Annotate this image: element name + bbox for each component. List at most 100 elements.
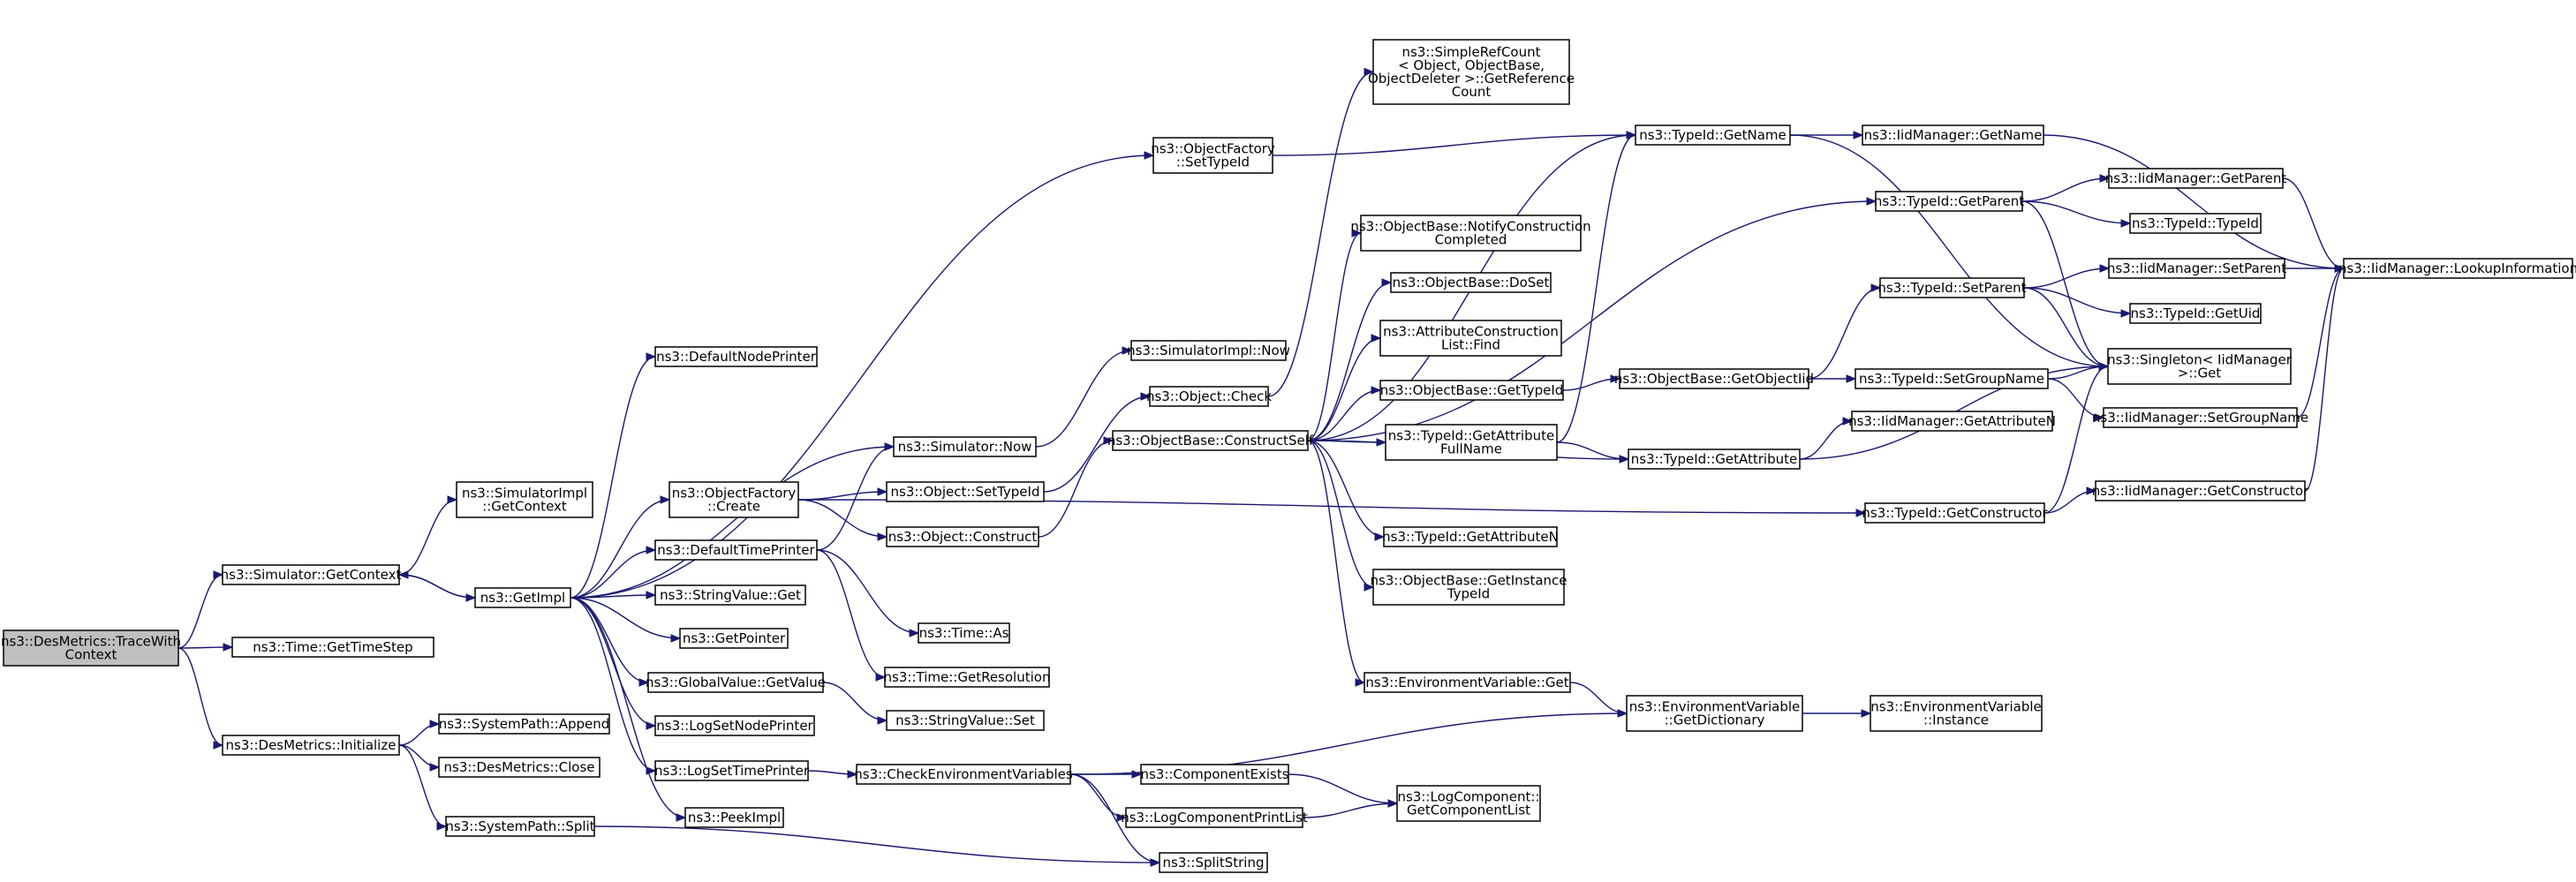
graph-node-n47[interactable]: ns3::TypeId::GetParent (1874, 191, 2024, 212)
graph-node-n28[interactable]: ns3::ObjectBase::ConstructSelf (1107, 430, 1314, 451)
edge-n47-n54 (2021, 200, 2131, 224)
graph-node-n11[interactable]: ns3::DefaultTimePrinter (654, 539, 818, 561)
graph-node-n29[interactable]: ns3::ComponentExists (1140, 764, 1289, 785)
graph-node-n36[interactable]: ns3::ObjectBase::GetTypeId (1379, 380, 1564, 401)
arrowhead (1364, 67, 1375, 77)
edge-n51-n57 (2043, 366, 2109, 514)
graph-node-n30[interactable]: ns3::LogComponentPrintList (1121, 807, 1308, 828)
graph-node-n3[interactable]: ns3::DesMetrics::Initialize (222, 735, 400, 756)
graph-node-n21[interactable]: ns3::Time::As (918, 622, 1010, 644)
graph-node-n12[interactable]: ns3::StringValue::Get (654, 584, 806, 606)
node-label: ns3::TypeId::GetAttribute (1388, 428, 1554, 444)
node-box (222, 564, 400, 585)
graph-node-n1[interactable]: ns3::Simulator::GetContext (221, 564, 402, 585)
graph-node-n6[interactable]: ns3::SystemPath::Append (438, 713, 610, 735)
node-label: Count (1452, 84, 1492, 100)
graph-node-n24[interactable]: ns3::CheckEnvironmentVariables (854, 764, 1073, 785)
edge-n5-n16 (570, 597, 656, 772)
graph-node-n19[interactable]: ns3::Object::SetTypeId (886, 481, 1045, 502)
graph-node-n16[interactable]: ns3::LogSetTimePrinter (654, 760, 810, 781)
graph-node-n13[interactable]: ns3::GetPointer (679, 628, 789, 649)
edge-n28-n38 (1307, 440, 1385, 538)
graph-node-n27[interactable]: ns3::ObjectFactory::SetTypeId (1151, 137, 1275, 174)
graph-node-n17[interactable]: ns3::PeekImpl (684, 807, 784, 828)
graph-node-n52[interactable]: ns3::EnvironmentVariable::Instance (1870, 695, 2043, 732)
graph-node-n20[interactable]: ns3::Object::Construct (886, 526, 1039, 547)
node-box (1149, 386, 1269, 407)
node-label: ns3::ComponentExists (1140, 766, 1288, 782)
node-label: ns3::Object::Construct (888, 529, 1038, 545)
graph-node-n50[interactable]: ns3::IidManager::GetAttributeN (1848, 411, 2056, 432)
graph-node-n49[interactable]: ns3::TypeId::SetGroupName (1855, 368, 2049, 389)
node-label: ns3::PeekImpl (688, 810, 781, 825)
node-label: ns3::GetImpl (480, 590, 565, 606)
graph-node-n45[interactable]: ns3::EnvironmentVariable::GetDictionary (1626, 695, 1803, 732)
graph-node-n8[interactable]: ns3::SystemPath::Split (445, 816, 595, 837)
edge-n3-n6 (398, 723, 440, 746)
graph-node-n7[interactable]: ns3::DesMetrics::Close (438, 757, 601, 778)
graph-node-n2[interactable]: ns3::Time::GetTimeStep (231, 637, 434, 658)
graph-node-n48[interactable]: ns3::TypeId::SetParent (1877, 277, 2027, 298)
graph-node-n10[interactable]: ns3::ObjectFactory::Create (669, 481, 799, 518)
graph-node-n33[interactable]: ns3::ObjectBase::NotifyConstructionCompl… (1350, 215, 1591, 252)
graph-node-n58[interactable]: ns3::IidManager::SetGroupName (2092, 407, 2308, 428)
graph-node-n55[interactable]: ns3::IidManager::SetParent (2107, 258, 2286, 279)
graph-node-n60[interactable]: ns3::IidManager::LookupInformation (2338, 258, 2576, 279)
graph-node-n59[interactable]: ns3::IidManager::GetConstructor (2092, 480, 2309, 501)
graph-node-n31[interactable]: ns3::SplitString (1159, 852, 1268, 873)
graph-node-n18[interactable]: ns3::Simulator::Now (893, 436, 1037, 457)
node-box (2129, 213, 2262, 234)
graph-node-n41[interactable]: ns3::LogComponent::GetComponentList (1396, 785, 1541, 822)
graph-node-n56[interactable]: ns3::TypeId::GetUid (2129, 303, 2262, 324)
arrowhead (2094, 413, 2105, 422)
node-box (2107, 348, 2292, 385)
graph-node-n14[interactable]: ns3::GlobalValue::GetValue (646, 672, 826, 693)
edge-n14-n23 (822, 682, 888, 721)
arrowhead (2099, 174, 2111, 183)
node-label: ns3::ObjectFactory (1151, 141, 1275, 157)
graph-node-n26[interactable]: ns3::Object::Check (1146, 386, 1272, 407)
graph-node-n5[interactable]: ns3::GetImpl (474, 587, 571, 608)
edge-n28-n34 (1307, 282, 1392, 441)
graph-node-n42[interactable]: ns3::TypeId::GetName (1635, 124, 1791, 146)
arrowhead (223, 643, 234, 652)
edge-n20-n28 (1038, 440, 1114, 538)
graph-node-n38[interactable]: ns3::TypeId::GetAttributeN (1382, 526, 1559, 547)
graph-node-n23[interactable]: ns3::StringValue::Set (886, 710, 1045, 731)
graph-node-n46[interactable]: ns3::IidManager::GetName (1862, 124, 2044, 146)
graph-node-n4[interactable]: ns3::SimulatorImpl::GetContext (456, 481, 593, 518)
graph-node-n44[interactable]: ns3::TypeId::GetAttribute (1628, 449, 1801, 470)
node-label: ns3::EnvironmentVariable (1870, 699, 2041, 715)
edge-n24-n30 (1069, 773, 1127, 818)
graph-node-n32[interactable]: ns3::SimpleRefCount< Object, ObjectBase,… (1368, 39, 1575, 105)
graph-node-n57[interactable]: ns3::Singleton< IidManager >::Get (2107, 348, 2293, 385)
arrowhead (1150, 858, 1161, 867)
node-label: ns3::TypeId::GetAttribute (1631, 451, 1797, 467)
node-label: ns3::TypeId::GetUid (2131, 305, 2261, 321)
arrowhead (670, 634, 682, 643)
node-label: ::GetContext (482, 499, 567, 515)
node-box (684, 807, 784, 828)
graph-node-n51[interactable]: ns3::TypeId::GetConstructor (1862, 502, 2048, 524)
graph-node-n40[interactable]: ns3::EnvironmentVariable::Get (1364, 672, 1571, 693)
node-label: Completed (1435, 232, 1507, 248)
graph-node-n53[interactable]: ns3::IidManager::GetParent (2105, 168, 2287, 189)
graph-node-n22[interactable]: ns3::Time::GetResolution (884, 667, 1051, 688)
graph-node-n43[interactable]: ns3::ObjectBase::GetObjectIid (1614, 368, 1814, 389)
graph-node-n15[interactable]: ns3::LogSetNodePrinter (654, 715, 815, 736)
arrowhead (638, 678, 650, 687)
node-box (2343, 258, 2573, 279)
node-label: ns3::GetPointer (683, 630, 786, 646)
node-box (1635, 124, 1791, 146)
graph-node-n54[interactable]: ns3::TypeId::TypeId (2129, 213, 2262, 234)
graph-node-n9[interactable]: ns3::DefaultNodePrinter (654, 346, 818, 367)
graph-node-n25[interactable]: ns3::SimulatorImpl::Now (1127, 340, 1290, 361)
graph-node-n34[interactable]: ns3::ObjectBase::DoSet (1390, 272, 1552, 293)
node-label: ns3::LogSetTimePrinter (654, 763, 810, 779)
node-box (1383, 526, 1558, 547)
